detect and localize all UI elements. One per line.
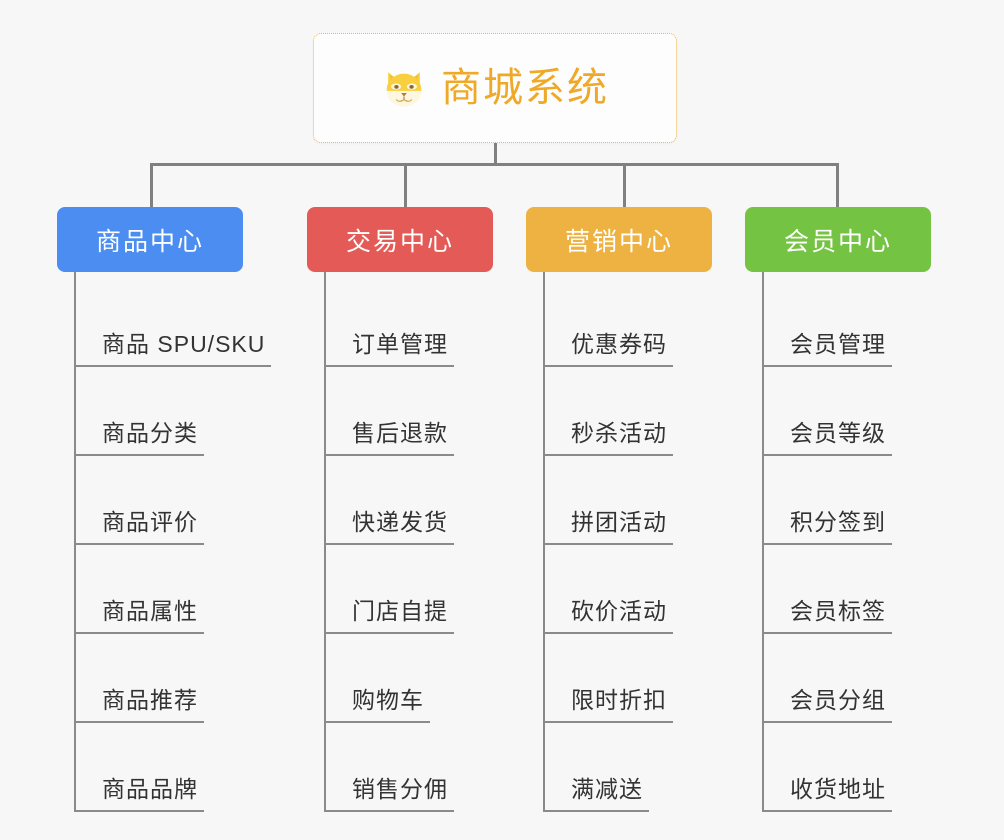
branch-product-center: 商品中心 商品 SPU/SKU 商品分类 商品评价 商品属性 商品推荐 商品品牌 — [57, 207, 272, 812]
leaf-label: 砍价活动 — [545, 598, 673, 634]
leaf-node[interactable]: 销售分佣 — [326, 723, 493, 812]
leaf-node[interactable]: 收货地址 — [764, 723, 931, 812]
branch-header-2[interactable]: 营销中心 — [526, 207, 712, 272]
leaf-label: 商品推荐 — [76, 687, 204, 723]
branch-trade-center: 交易中心 订单管理 售后退款 快递发货 门店自提 购物车 销售分佣 — [307, 207, 493, 812]
leaf-label: 会员等级 — [764, 420, 892, 456]
branch-marketing-center: 营销中心 优惠券码 秒杀活动 拼团活动 砍价活动 限时折扣 满减送 — [526, 207, 712, 812]
leaf-label: 会员分组 — [764, 687, 892, 723]
root-node[interactable]: 商城系统 — [313, 33, 677, 143]
leaf-node[interactable]: 商品 SPU/SKU — [76, 278, 272, 367]
leaf-label: 商品评价 — [76, 509, 204, 545]
leaf-node[interactable]: 商品评价 — [76, 456, 271, 545]
leaf-label: 销售分佣 — [326, 776, 454, 812]
leaf-node[interactable]: 优惠券码 — [545, 278, 712, 367]
leaf-label: 商品 SPU/SKU — [76, 331, 272, 367]
leaf-node[interactable]: 砍价活动 — [545, 545, 712, 634]
leaf-label: 会员管理 — [764, 331, 892, 367]
leaf-node[interactable]: 快递发货 — [326, 456, 493, 545]
leaf-label: 商品品牌 — [76, 776, 204, 812]
leaf-node[interactable]: 会员分组 — [764, 634, 931, 723]
connector-horizontal-bus — [150, 163, 839, 166]
branch-children-1: 订单管理 售后退款 快递发货 门店自提 购物车 销售分佣 — [324, 272, 493, 812]
leaf-label: 快递发货 — [326, 509, 454, 545]
connector-drop-2 — [623, 163, 626, 207]
leaf-label: 秒杀活动 — [545, 420, 673, 456]
leaf-node[interactable]: 商品推荐 — [76, 634, 271, 723]
leaf-label: 满减送 — [545, 776, 649, 812]
leaf-label: 会员标签 — [764, 598, 892, 634]
branch-header-label-1: 交易中心 — [345, 227, 454, 256]
shiba-dog-icon — [386, 72, 422, 107]
connector-root-stem — [494, 143, 497, 166]
branch-header-label-2: 营销中心 — [564, 227, 673, 256]
leaf-node[interactable]: 拼团活动 — [545, 456, 712, 545]
leaf-node[interactable]: 满减送 — [545, 723, 712, 812]
leaf-label: 收货地址 — [764, 776, 892, 812]
leaf-node[interactable]: 商品品牌 — [76, 723, 271, 812]
root-title: 商城系统 — [441, 66, 609, 110]
leaf-node[interactable]: 会员标签 — [764, 545, 931, 634]
leaf-node[interactable]: 商品属性 — [76, 545, 271, 634]
leaf-node[interactable]: 积分签到 — [764, 456, 931, 545]
branch-header-0[interactable]: 商品中心 — [57, 207, 243, 272]
leaf-node[interactable]: 订单管理 — [326, 278, 493, 367]
leaf-node[interactable]: 商品分类 — [76, 367, 271, 456]
leaf-label: 商品属性 — [76, 598, 204, 634]
leaf-label: 门店自提 — [326, 598, 454, 634]
branch-header-3[interactable]: 会员中心 — [745, 207, 931, 272]
leaf-label: 订单管理 — [326, 331, 454, 367]
connector-drop-3 — [836, 163, 839, 207]
leaf-label: 限时折扣 — [545, 687, 673, 723]
branch-children-2: 优惠券码 秒杀活动 拼团活动 砍价活动 限时折扣 满减送 — [543, 272, 712, 812]
leaf-label: 购物车 — [326, 687, 430, 723]
leaf-node[interactable]: 门店自提 — [326, 545, 493, 634]
branch-children-3: 会员管理 会员等级 积分签到 会员标签 会员分组 收货地址 — [762, 272, 931, 812]
branch-header-label-3: 会员中心 — [783, 227, 892, 256]
leaf-label: 积分签到 — [764, 509, 892, 545]
branch-member-center: 会员中心 会员管理 会员等级 积分签到 会员标签 会员分组 收货地址 — [745, 207, 931, 812]
leaf-node[interactable]: 会员等级 — [764, 367, 931, 456]
branch-header-1[interactable]: 交易中心 — [307, 207, 493, 272]
leaf-node[interactable]: 购物车 — [326, 634, 493, 723]
branch-header-label-0: 商品中心 — [95, 227, 204, 256]
leaf-label: 拼团活动 — [545, 509, 673, 545]
leaf-label: 售后退款 — [326, 420, 454, 456]
leaf-node[interactable]: 售后退款 — [326, 367, 493, 456]
branch-children-0: 商品 SPU/SKU 商品分类 商品评价 商品属性 商品推荐 商品品牌 — [74, 272, 272, 812]
leaf-node[interactable]: 会员管理 — [764, 278, 931, 367]
leaf-node[interactable]: 限时折扣 — [545, 634, 712, 723]
leaf-label: 优惠券码 — [545, 331, 673, 367]
leaf-label: 商品分类 — [76, 420, 204, 456]
connector-drop-0 — [150, 163, 153, 207]
leaf-node[interactable]: 秒杀活动 — [545, 367, 712, 456]
connector-drop-1 — [404, 163, 407, 207]
